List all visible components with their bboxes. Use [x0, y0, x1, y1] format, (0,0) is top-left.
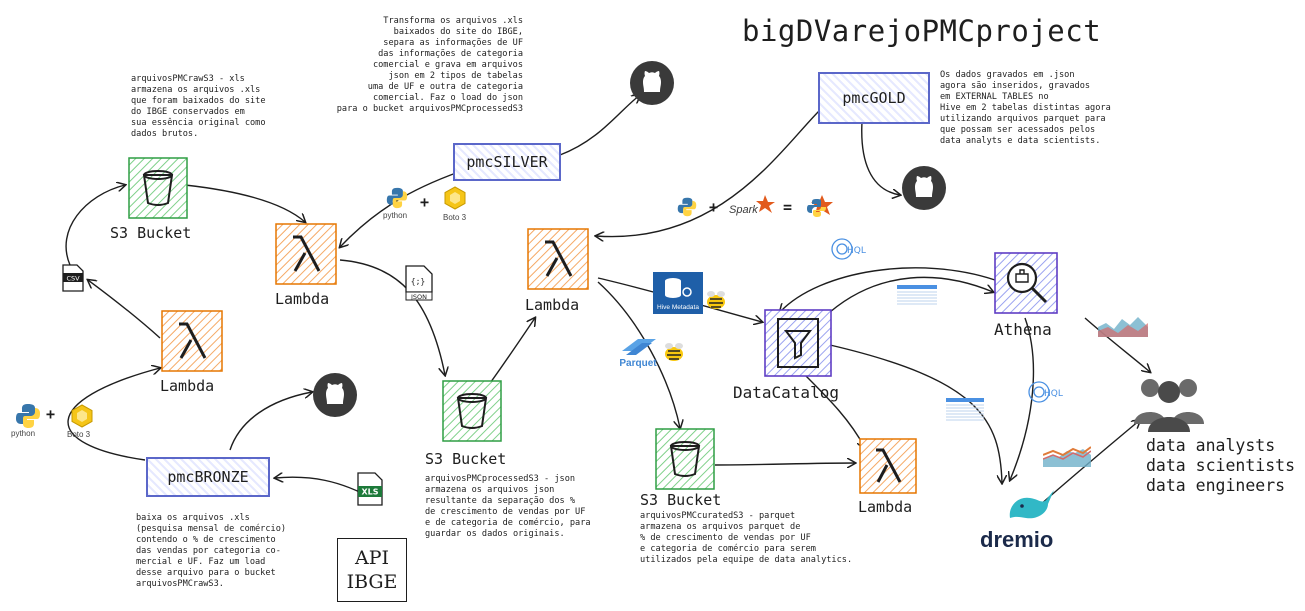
arrow-gold-to-lambda3	[596, 109, 821, 237]
hql-icon-2: HQL	[1025, 378, 1069, 406]
audience-label: data analysts data scientists data engin…	[1146, 436, 1296, 495]
s3-raw-label: S3 Bucket	[110, 224, 192, 242]
data-catalog-label: DataCatalog	[733, 383, 839, 402]
lambda-1-label: Lambda	[160, 377, 215, 395]
bronze-note: baixa os arquivos .xls (pesquisa mensal …	[136, 513, 287, 589]
plus-sign-2: +	[420, 193, 430, 211]
arrow-athena-to-dremio	[1010, 317, 1035, 480]
athena-icon	[994, 252, 1058, 314]
curated-note: arquivosPMCcuratedS3 - parquet armazena …	[640, 511, 853, 565]
athena-label: Athena	[994, 320, 1052, 339]
hive-bee-icon-2	[662, 342, 686, 364]
diagram-title: bigDVarejoPMCproject	[742, 14, 1102, 48]
arrow-s3raw-to-lambda2	[184, 184, 305, 222]
silver-note: Transforma os arquivos .xls baixados do …	[336, 16, 523, 114]
table-thumbnail-icon-2	[946, 398, 984, 422]
pmc-silver-box: pmcSILVER	[453, 143, 561, 181]
arrow-lambda1-to-csv	[88, 280, 161, 339]
lambda-2-icon	[275, 223, 337, 285]
raw-bucket-note: arquivosPMCrawS3 - xls armazena os arqui…	[131, 74, 266, 139]
spark-icon: Spark	[729, 193, 777, 219]
hive-metadata-icon: Hive Metadata	[653, 272, 703, 314]
arrow-s3curated-to-lambda4	[714, 463, 855, 465]
plus-sign: +	[46, 405, 56, 423]
python-label: python	[11, 429, 36, 438]
spark-badge-text: Spark	[729, 204, 758, 216]
svg-text:{;}: {;}	[411, 277, 425, 286]
arrow-csv-to-s3	[65, 185, 125, 266]
lambda-1-icon	[161, 310, 223, 372]
s3-processed-label: S3 Bucket	[425, 450, 507, 468]
arrow-catalog-to-athena	[829, 276, 993, 313]
lambda-4-label: Lambda	[858, 498, 913, 516]
arrow-athena-to-audience	[1084, 317, 1150, 372]
boto3-label: Boto 3	[67, 430, 91, 439]
s3-processed-bucket-icon	[442, 380, 502, 442]
json-badge-text: JSON	[410, 293, 427, 301]
hql-icon: HQL	[828, 235, 872, 263]
pyspark-icon	[806, 193, 834, 219]
boto3-icon-2	[443, 186, 467, 210]
hive-bee-icon	[704, 290, 728, 312]
hql-badge-text: HQL	[847, 246, 866, 256]
github-icon-3	[901, 165, 947, 211]
xls-badge-text: XLS	[361, 488, 378, 497]
boto3-label-2: Boto 3	[443, 213, 467, 222]
dremio-narwhal-icon	[1004, 488, 1056, 524]
lambda-4-icon	[859, 438, 917, 494]
boto3-icon	[70, 404, 94, 428]
table-thumbnail-icon	[897, 285, 937, 307]
lambda-3-label: Lambda	[525, 296, 580, 314]
github-icon-2	[629, 60, 675, 106]
arrow-gold-to-github3	[861, 121, 900, 195]
dremio-label: dremio	[980, 527, 1054, 552]
arrow-athena-to-catalog	[780, 267, 996, 312]
arrow-bronze-to-github1	[229, 392, 312, 451]
data-catalog-icon	[764, 309, 832, 377]
lambda-3-icon	[527, 228, 589, 290]
s3-curated-label: S3 Bucket	[640, 491, 722, 509]
people-group-icon	[1130, 374, 1208, 432]
python-label-2: python	[383, 211, 408, 220]
pmc-gold-box: pmcGOLD	[818, 72, 930, 124]
python-icon-2	[386, 187, 408, 209]
arrow-dremio-to-audience	[1039, 420, 1140, 506]
equals-sign: =	[783, 198, 793, 216]
gold-note: Os dados gravados em .json agora são ins…	[940, 70, 1111, 146]
area-chart-icon	[1098, 313, 1148, 339]
lambda-2-label: Lambda	[275, 290, 330, 308]
github-icon	[312, 372, 358, 418]
s3-raw-bucket-icon	[128, 157, 188, 219]
processed-note: arquivosPMCprocessedS3 - json armazena o…	[425, 474, 591, 539]
json-file-icon: {;} JSON	[405, 265, 433, 301]
arrow-silver-to-github2	[559, 95, 640, 156]
api-line-2: IBGE	[346, 571, 398, 593]
python-icon	[15, 403, 41, 429]
plus-sign-3: +	[709, 198, 719, 216]
arrow-catalog-to-dremio	[829, 344, 1002, 483]
csv-file-icon: CSV	[62, 264, 84, 292]
area-chart-icon-2	[1042, 443, 1092, 469]
arrow-lambda3-to-s3curated	[597, 281, 680, 428]
python-icon-3	[677, 197, 697, 217]
api-ibge-box: API IBGE	[337, 538, 407, 602]
parquet-icon: Parquet	[618, 335, 660, 369]
csv-badge-text: CSV	[66, 275, 80, 283]
hive-metadata-text: Hive Metadata	[657, 304, 699, 311]
parquet-badge-text: Parquet	[619, 358, 657, 369]
hql-badge-text-2: HQL	[1044, 389, 1063, 399]
api-line-1: API	[354, 547, 389, 569]
pmc-bronze-box: pmcBRONZE	[146, 457, 270, 497]
arrow-bronze-to-lambda1	[67, 368, 160, 461]
xls-file-icon: XLS	[357, 472, 383, 506]
s3-curated-bucket-icon	[655, 428, 715, 490]
